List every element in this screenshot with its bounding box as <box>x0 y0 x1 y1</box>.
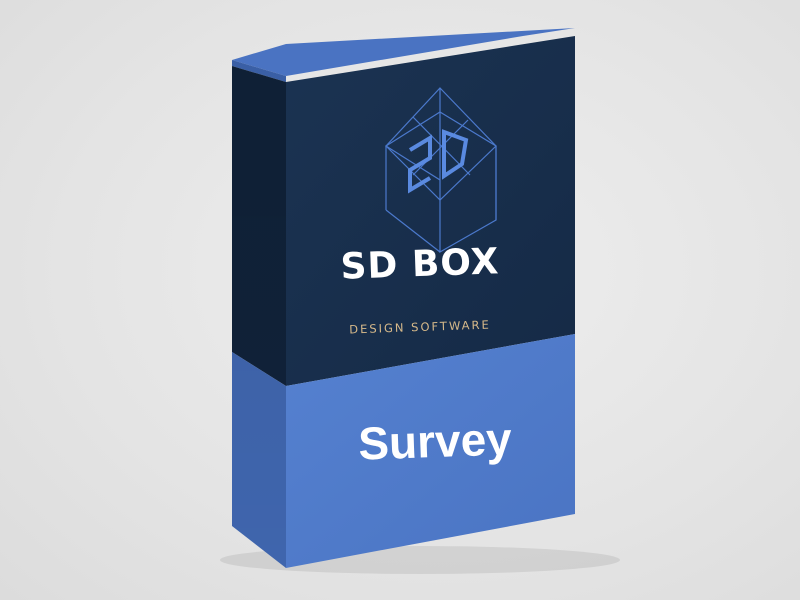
box-front-blue <box>286 334 575 568</box>
sd-cube-logo-icon <box>384 87 497 254</box>
product-edition: Survey <box>357 412 513 470</box>
box-top-edge <box>232 60 286 82</box>
brand-title: SD BOX <box>339 241 501 288</box>
box-front-navy <box>286 36 575 386</box>
box-top-flap <box>232 28 575 76</box>
box-side-shade <box>232 66 286 568</box>
